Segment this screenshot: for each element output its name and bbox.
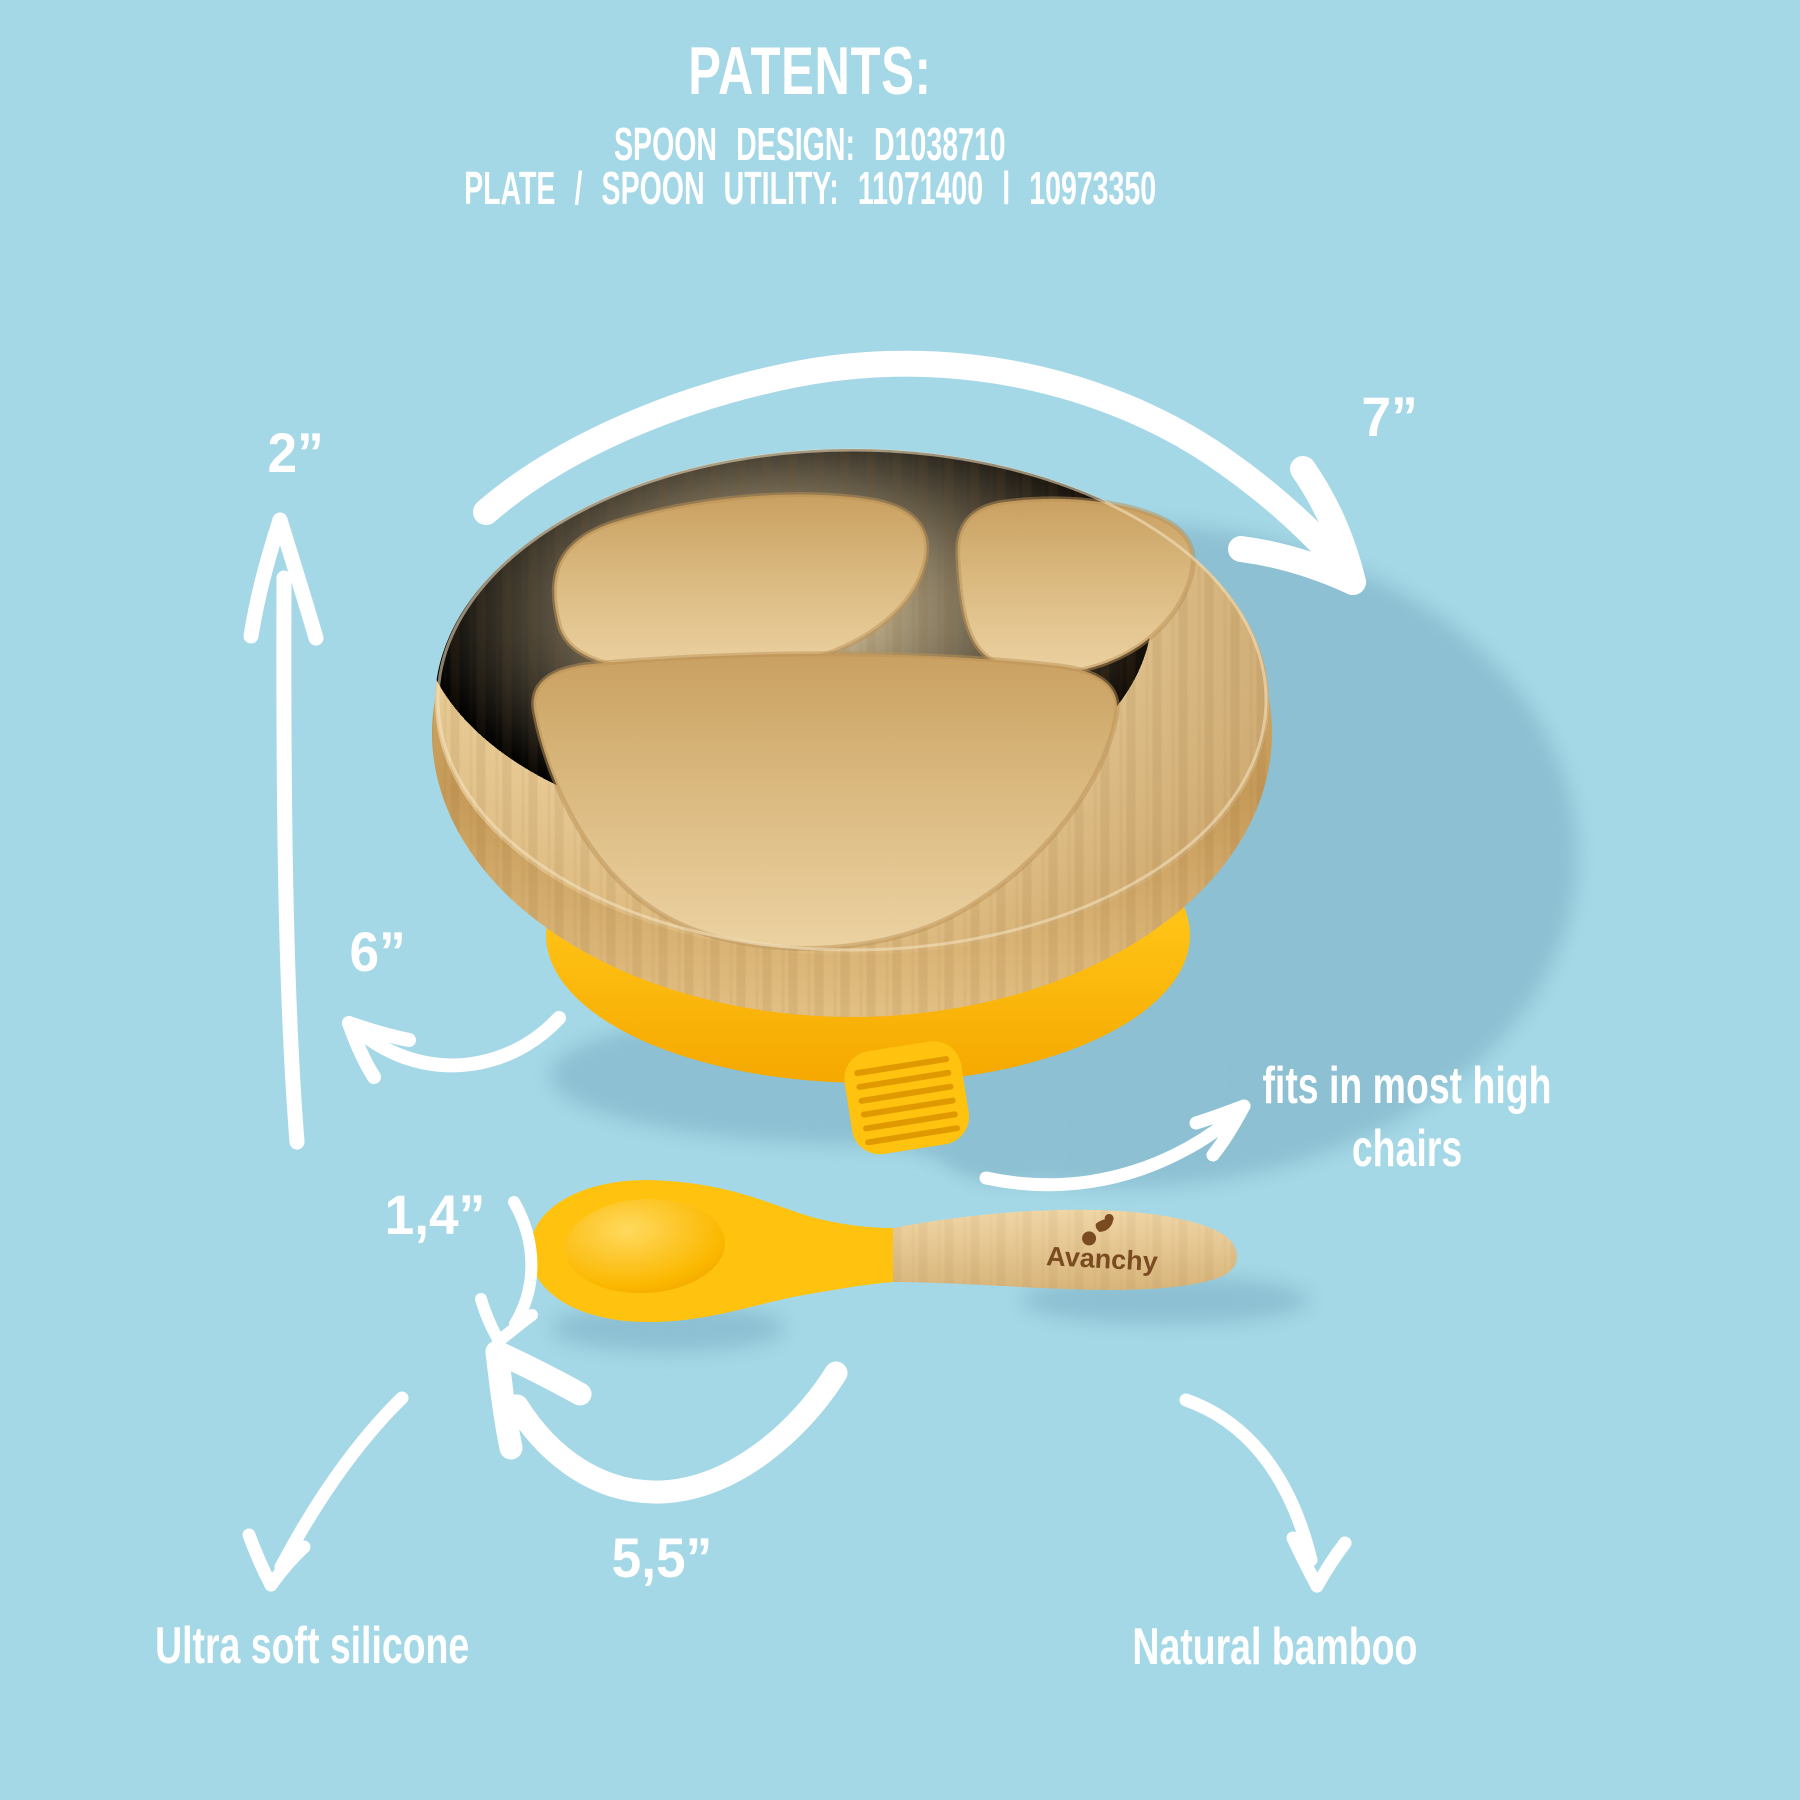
brand-engraving: Avanchy: [1046, 1241, 1159, 1277]
feature-high-chair: fits in most high chairs: [1262, 1057, 1552, 1179]
annotation-arrows: [242, 350, 1366, 1593]
arrow-spoon-bowl-width: [475, 1196, 538, 1347]
feature-silicone: Ultra soft silicone: [155, 1617, 470, 1675]
suction-base-tab: [844, 1041, 970, 1155]
patent-line-utility: PLATE / SPOON UTILITY: 11071400 l 109733…: [463, 162, 1157, 214]
arrow-plate-width: [473, 350, 1366, 595]
arrow-plate-height: [243, 512, 324, 1150]
avanchy-logo-icon: [1082, 1213, 1114, 1246]
arrow-spoon-length: [485, 1340, 848, 1504]
dim-spoon-bowl-width: 1,4”: [384, 1183, 486, 1246]
arrow-high-chair: [979, 1099, 1251, 1192]
dim-plate-width: 7”: [1361, 385, 1419, 448]
spoon: Avanchy: [530, 1180, 1310, 1352]
spoon-bowl-depression: [565, 1198, 725, 1294]
arrow-silicone: [242, 1391, 409, 1592]
plate-well-top-right: [955, 496, 1196, 677]
dim-base-width: 6”: [349, 920, 407, 983]
arrow-base-width: [342, 1011, 566, 1084]
plate-well-bottom: [531, 651, 1120, 951]
dim-plate-height: 2”: [267, 421, 325, 484]
patents-title: PATENTS:: [688, 33, 932, 109]
bamboo-plate: [432, 448, 1272, 1017]
dim-spoon-length: 5,5”: [611, 1526, 713, 1589]
arrow-bamboo: [1179, 1393, 1352, 1593]
feature-bamboo: Natural bamboo: [1132, 1618, 1418, 1676]
patent-line-spoon-design: SPOON DESIGN: D1038710: [614, 118, 1006, 170]
